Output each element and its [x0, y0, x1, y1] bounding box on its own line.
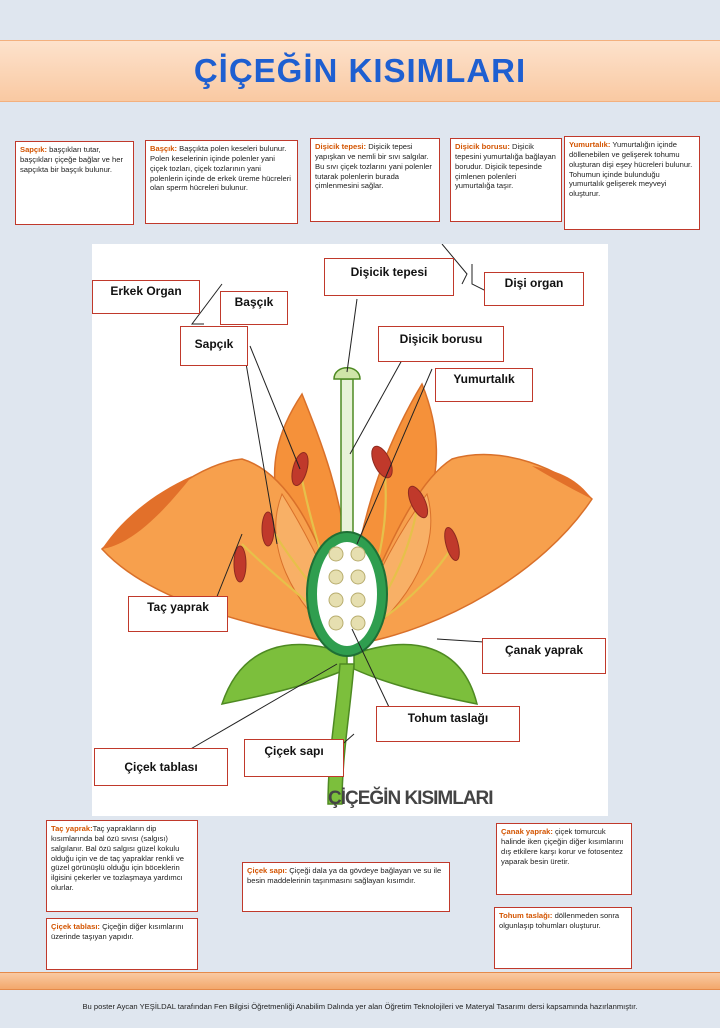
label-text: Erkek Organ — [110, 284, 182, 298]
petal-right — [353, 453, 593, 645]
label-cicek-tablasi: Çiçek tablası — [94, 748, 228, 786]
info-term: Çiçek sapı: — [247, 866, 288, 875]
info-box-tac-yaprak: Taç yaprak:Taç yaprakların dip kısımları… — [46, 820, 198, 912]
sepal-left — [220, 643, 348, 705]
info-box-cicek-tablasi: Çiçek tablası: Çiçeğin diğer kısımlarını… — [46, 918, 198, 970]
info-box-sapcik: Sapçık: başçıkları tutar, başçıkları çiç… — [15, 141, 134, 225]
page-title: ÇİÇEĞİN KISIMLARI — [193, 52, 527, 89]
info-text: Taç yaprakların dip kısımlarında bal özü… — [51, 824, 184, 893]
label-text: Tohum taslağı — [407, 711, 489, 725]
info-box-disicik-borusu: Dişicik borusu: Dişicik tepesini yumurta… — [450, 138, 562, 222]
label-text: Taç yaprak — [147, 600, 209, 614]
label-text: Çiçek sapı — [264, 744, 324, 758]
info-box-bascik: Başçık: Başçıkta polen keseleri bulunur.… — [145, 140, 298, 224]
label-cicek-sapi: Çiçek sapı — [244, 739, 344, 777]
label-tac-yaprak: Taç yaprak — [128, 596, 228, 632]
label-text: Dişicik tepesi — [350, 265, 428, 279]
bottom-band — [0, 972, 720, 990]
style — [340, 378, 354, 540]
info-box-yumurtalik: Yumurtalık: Yumurtalığın içinde dölleneb… — [564, 136, 700, 230]
label-text: Dişi organ — [504, 276, 564, 290]
info-text: Çiçeğin diğer kısımlarını üzerinde taşıy… — [51, 922, 184, 941]
petal-left-tip — [102, 476, 192, 549]
label-sapcik: Sapçık — [180, 326, 248, 366]
info-text: Dişicik tepesini yumurtalığa bağlayan bo… — [455, 142, 556, 191]
label-text: Dişicik borusu — [399, 332, 483, 346]
info-term: Çanak yaprak: — [501, 827, 553, 836]
info-term: Dişicik tepesi: — [315, 142, 367, 151]
info-term: Tohum taslağı: — [499, 911, 553, 920]
label-bascik: Başçık — [220, 291, 288, 325]
info-term: Çiçek tablası: — [51, 922, 100, 931]
info-term: Taç yaprak: — [51, 824, 93, 833]
label-disi-organ: Dişi organ — [484, 272, 584, 306]
info-text: Çiçeği dala ya da gövdeye bağlayan ve su… — [247, 866, 442, 885]
footer-text: Bu poster Aycan YEŞİLDAL tarafından Fen … — [82, 1002, 638, 1011]
label-text: Sapçık — [194, 337, 234, 351]
flower-illustration — [100, 244, 593, 805]
flower-diagram: Dişicik tepesi Dişi organ Erkek Organ Ba… — [92, 244, 608, 816]
label-text: Başçık — [234, 295, 274, 309]
info-term: Sapçık: — [20, 145, 48, 154]
info-text: başçıkları tutar, başçıkları çiçeğe bağl… — [20, 145, 123, 174]
label-tohum-taslagi: Tohum taslağı — [376, 706, 520, 742]
ovules — [328, 546, 366, 631]
label-text: Çiçek tablası — [124, 760, 198, 774]
label-yumurtalik: Yumurtalık — [435, 368, 533, 402]
info-text: Yumurtalığın içinde döllenebilen ve geli… — [569, 140, 693, 199]
label-disicik-tepesi: Dişicik tepesi — [324, 258, 454, 296]
info-term: Başçık: — [150, 144, 178, 153]
sepal-right — [353, 643, 479, 705]
info-text: Başçıkta polen keseleri bulunur. Polen k… — [150, 144, 291, 193]
info-term: Yumurtalık: — [569, 140, 611, 149]
label-erkek-organ: Erkek Organ — [92, 280, 200, 314]
label-text: Çanak yaprak — [504, 643, 584, 657]
info-term: Dişicik borusu: — [455, 142, 510, 151]
diagram-caption: ÇİÇEĞİN KISIMLARI — [328, 788, 494, 809]
stem — [327, 663, 355, 805]
stigma — [333, 367, 361, 380]
info-text: çiçek tomurcuk halinde iken çiçeğin diğe… — [501, 827, 624, 866]
title-banner: ÇİÇEĞİN KISIMLARI — [0, 40, 720, 102]
petal-right-tip — [532, 466, 592, 499]
label-text: Yumurtalık — [453, 372, 515, 386]
label-canak-yaprak: Çanak yaprak — [482, 638, 606, 674]
info-box-tohum-taslagi: Tohum taslağı: döllenmeden sonra olgunla… — [494, 907, 632, 969]
info-text: Dişicik tepesi yapışkan ve nemli bir sıv… — [315, 142, 432, 191]
anthers — [233, 445, 460, 583]
info-box-canak-yaprak: Çanak yaprak: çiçek tomurcuk halinde ike… — [496, 823, 632, 895]
info-text: döllenmeden sonra olgunlaşıp tohumları o… — [499, 911, 620, 930]
label-disicik-borusu: Dişicik borusu — [378, 326, 504, 362]
info-box-disicik-tepesi: Dişicik tepesi: Dişicik tepesi yapışkan … — [310, 138, 440, 222]
info-box-cicek-sapi: Çiçek sapı: Çiçeği dala ya da gövdeye ba… — [242, 862, 450, 912]
